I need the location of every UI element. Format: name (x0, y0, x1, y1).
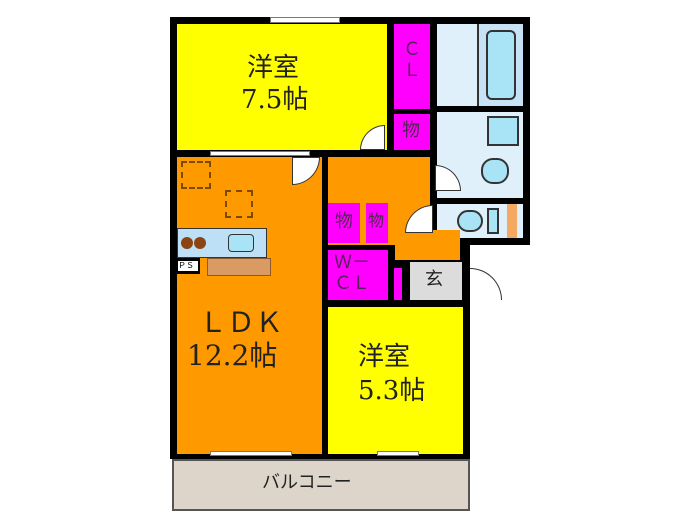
sink-icon (481, 158, 509, 184)
closet-label: Ｗ－ ＣＬ (334, 252, 370, 294)
closet-label: Ｃ Ｌ (403, 39, 421, 81)
ldk-room[interactable]: ＬＤＫ 12.2帖 (177, 157, 322, 454)
western-room-7-5[interactable]: 洋室 7.5帖 (177, 24, 387, 150)
window (270, 17, 340, 23)
room-name: 洋室 (358, 342, 411, 372)
storage-label: 物 (335, 211, 353, 232)
entrance-door[interactable] (470, 268, 502, 300)
stove-icon (181, 237, 193, 249)
counter-bar (207, 258, 271, 276)
window (210, 451, 292, 456)
toilet-icon (457, 210, 483, 232)
room-size: 7.5帖 (241, 85, 309, 115)
stove-icon (194, 237, 206, 249)
western-room-5-3[interactable]: 洋室 5.3帖 (328, 307, 463, 454)
toilet-tank (487, 208, 499, 234)
pipe-space: ＰＳ (170, 258, 200, 274)
window (377, 451, 419, 456)
range-hood-icon (225, 190, 253, 218)
small-closet[interactable] (394, 268, 402, 300)
kitchen-counter (177, 228, 267, 258)
room-size: 5.3帖 (358, 376, 426, 406)
sink-icon (228, 234, 254, 252)
toilet-window (507, 204, 517, 238)
window (210, 151, 310, 156)
room-size: 12.2帖 (187, 339, 278, 372)
walk-in-closet[interactable]: Ｗ－ ＣＬ (328, 250, 388, 300)
storage-1[interactable]: 物 (394, 114, 430, 150)
storage-label: 物 (402, 120, 420, 141)
washing-machine-icon (487, 116, 519, 146)
entrance-label: 玄 (425, 269, 443, 290)
bathtub-basin (486, 30, 516, 100)
closet-cl[interactable]: Ｃ Ｌ (394, 24, 430, 109)
storage-label: 物 (368, 211, 385, 230)
entrance[interactable]: 玄 (410, 262, 462, 300)
storage-3[interactable]: 物 (366, 203, 388, 243)
storage-2[interactable]: 物 (328, 203, 360, 243)
hallway-lower[interactable] (395, 230, 460, 260)
room-name: ＬＤＫ (199, 306, 284, 339)
ceiling-storage-icon (181, 161, 211, 189)
pipe-space-label: ＰＳ (178, 261, 198, 271)
room-name: 洋室 (247, 53, 300, 83)
bathroom[interactable] (437, 24, 523, 106)
balcony[interactable]: バルコニー (172, 459, 470, 511)
balcony-label: バルコニー (262, 472, 352, 493)
